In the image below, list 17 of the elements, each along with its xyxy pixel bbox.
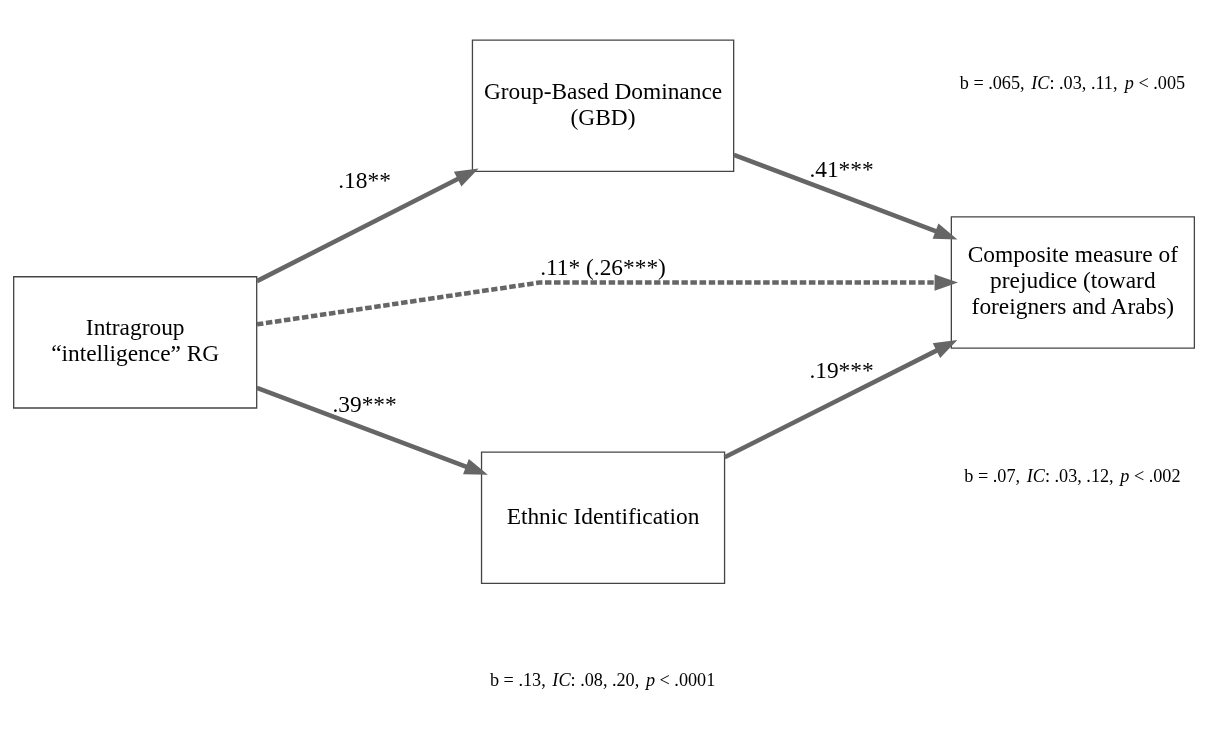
node-box: Composite measure of prejudice (toward foreigners and Arabs): [950, 216, 1195, 349]
edge-label: .39***: [332, 390, 397, 417]
arrow: [255, 168, 479, 284]
arrow: [256, 274, 959, 327]
arrow: [256, 385, 488, 475]
edge-label: .11* (.26***): [540, 254, 666, 281]
node-box: Group-Based Dominance (GBD): [471, 39, 735, 173]
arrow: [733, 152, 958, 240]
node-box: Ethnic Identification: [480, 451, 726, 585]
arrow: [723, 340, 958, 460]
edge-label: .19***: [809, 356, 874, 383]
label: b = .065, IC: .03, .11, p < .005: [959, 72, 1186, 93]
edge-label: .41***: [809, 155, 874, 182]
label: b = .07, IC: .03, .12, p < .002: [964, 466, 1181, 487]
node-box: Intragroup “intelligence” RG: [13, 276, 258, 409]
label: b = .13, IC: .08, .20, p < .0001: [489, 670, 716, 691]
edge-label: .18**: [338, 167, 391, 194]
